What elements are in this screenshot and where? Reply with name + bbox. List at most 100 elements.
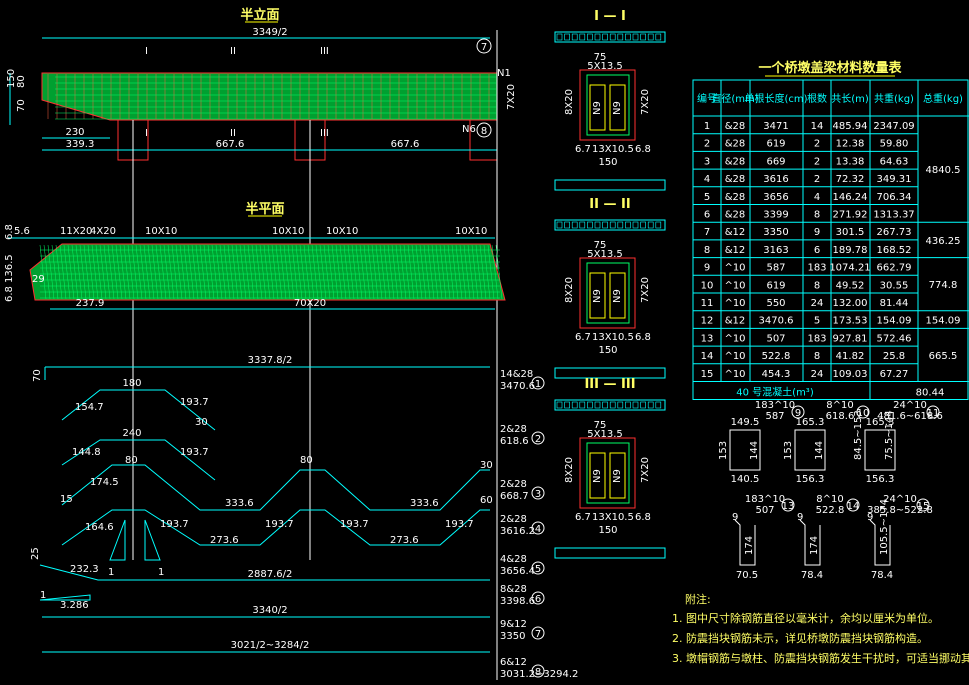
elev-n6: N6 <box>462 124 476 135</box>
table-cell-r3-c0: 3 <box>704 156 710 167</box>
bar-6-length: 3398.6 <box>500 596 535 607</box>
stirrup-s15-no: 15 <box>917 501 930 512</box>
section-1-n9b: N9 <box>612 101 623 115</box>
table-cell-r14-c1: ^10 <box>724 351 745 362</box>
bar-6-label: 2887.6/2 <box>248 569 293 580</box>
bar-1-mark: 14&28 <box>500 369 533 380</box>
stirrup-s9-b: 140.5 <box>731 474 760 485</box>
table-cell-r12-c3: 5 <box>814 316 820 327</box>
tri-1: 1 <box>108 567 114 578</box>
bar-1-length: 3470.6 <box>500 381 535 392</box>
bar-6-mark: 8&28 <box>500 584 527 595</box>
section-1-8x20: 8X20 <box>564 89 575 115</box>
table-cell-r7-c2: 3350 <box>763 227 788 238</box>
section-1-150: 150 <box>598 157 617 168</box>
section-3-n9a: N9 <box>592 469 603 483</box>
stirrup-s15-top: 24^10 <box>883 494 917 505</box>
bar-4-no: 4 <box>535 524 541 535</box>
half-elevation-title: 半立面 <box>240 7 279 23</box>
bar-5-d5: 193.7 <box>445 519 474 530</box>
section-3-n9b: N9 <box>612 469 623 483</box>
table-cell-r8-c1: &12 <box>725 245 746 256</box>
table-total-3: 154.09 <box>926 316 961 327</box>
stirrup-s10-b: 156.3 <box>796 474 825 485</box>
table-cell-r11-c5: 81.44 <box>880 298 909 309</box>
table-cell-r15-c0: 15 <box>701 369 714 380</box>
section-3-75: 75 <box>594 420 607 431</box>
table-cell-r1-c3: 14 <box>811 121 824 132</box>
plan-left-6.8a: 6.8 <box>4 224 15 240</box>
elev-left-dim-70: 70 <box>16 99 27 112</box>
stirrup-s11-shape <box>864 429 896 471</box>
plan-dim-11x20: 11X20 <box>60 226 92 237</box>
bar-3-shape <box>61 439 216 481</box>
elev-left-dim-150: 150 <box>6 69 17 88</box>
table-cell-r14-c5: 25.8 <box>883 351 905 362</box>
section-1-5x13: 5X13.5 <box>587 61 622 72</box>
section-2-body <box>579 257 636 329</box>
plan-left-136: 136.5 <box>4 254 15 283</box>
elev-dim-667b: 667.6 <box>391 139 420 150</box>
bar-1-70: 70 <box>32 369 43 382</box>
table-cell-r9-c2: 587 <box>766 263 785 274</box>
bar-8-circle <box>531 664 545 678</box>
stirrup-s14-hook: 9 <box>797 512 803 523</box>
table-cell-r14-c3: 8 <box>814 351 820 362</box>
section-2-6.8: 6.8 <box>635 332 651 343</box>
table-cell-r9-c5: 662.79 <box>877 263 912 274</box>
table-cell-r2-c5: 59.80 <box>880 139 909 150</box>
table-cell-r2-c3: 2 <box>814 139 820 150</box>
bar-8-length: 3031.2~3294.2 <box>500 669 578 680</box>
bar-6-25: 25 <box>30 547 41 560</box>
bar-5-shape <box>61 509 490 546</box>
plan-left-6.8b: 6.8 <box>4 286 15 302</box>
bar-4-mark: 2&28 <box>500 514 527 525</box>
table-cell-r14-c2: 522.8 <box>762 351 791 362</box>
bar-5-d4: 193.7 <box>340 519 369 530</box>
table-header-3: 根数 <box>807 92 827 105</box>
stirrup-s14-len: 522.8 <box>816 505 845 516</box>
section-1-75: 75 <box>594 52 607 63</box>
stirrup-s14-h: 174 <box>809 536 820 555</box>
elev-circle-7: 7 <box>481 42 487 53</box>
section-3-5x13: 5X13.5 <box>587 429 622 440</box>
section-1-13x10: 13X10.5 <box>592 144 634 155</box>
table-title: 一个桥墩盖梁材料数量表 <box>758 60 902 76</box>
stirrup-s11-h: 84.5~153 <box>853 410 864 460</box>
table-cell-r6-c0: 6 <box>704 210 710 221</box>
bar-6-shape <box>39 564 490 581</box>
plan-dim-10x10c: 10X10 <box>326 226 358 237</box>
bar-6-no: 6 <box>535 594 541 605</box>
stirrup-s9-h2: 144 <box>749 441 760 460</box>
table-cell-r3-c4: 13.38 <box>836 156 865 167</box>
table-cell-r13-c5: 572.46 <box>877 333 912 344</box>
stirrup-s10-shape <box>794 429 826 471</box>
bar-7-circle <box>531 626 545 640</box>
table-header-1: 直径(mm) <box>711 92 758 105</box>
bar-8-no: 8 <box>535 667 541 678</box>
bar-2-mark: 2&28 <box>500 424 527 435</box>
bar-5-no: 5 <box>535 564 541 575</box>
stirrup-s11-no: 11 <box>927 408 940 419</box>
stirrup-s15-len: 385.8~522.8 <box>867 505 933 516</box>
table-cell-r10-c0: 10 <box>701 280 714 291</box>
section-3-150: 150 <box>598 525 617 536</box>
material-table: 一个桥墩盖梁材料数量表 编号直径(mm)单根长度(cm)根数共长(m)共重(kg… <box>692 60 969 400</box>
note-2: 2. 防震挡块钢筋未示，详见桥墩防震挡块钢筋构造。 <box>672 631 928 645</box>
table-cell-r1-c0: 1 <box>704 121 710 132</box>
bar-2-d1: 154.7 <box>75 402 104 413</box>
table-cell-r4-c2: 3616 <box>763 174 788 185</box>
bar-4-d6: 80 <box>125 455 138 466</box>
table-cell-r10-c3: 8 <box>814 280 820 291</box>
table-cell-r12-c2: 3470.6 <box>759 316 794 327</box>
bar-3-length: 668.7 <box>500 491 529 502</box>
table-cell-r8-c5: 168.52 <box>877 245 912 256</box>
table-cell-r1-c5: 2347.09 <box>873 121 914 132</box>
elev-7x20: 7X20 <box>506 84 517 110</box>
table-cell-r12-c5: 154.09 <box>877 316 912 327</box>
